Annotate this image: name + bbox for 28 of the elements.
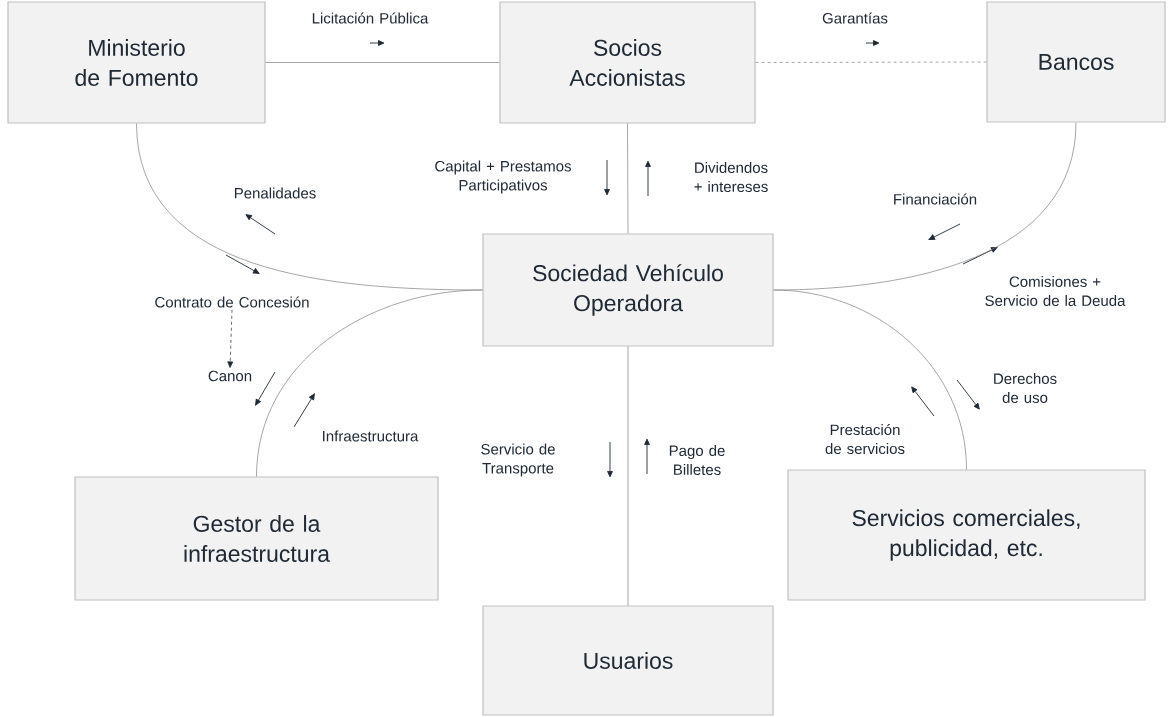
flow-label: Pago de Billetes bbox=[669, 445, 725, 475]
flow-label: Contrato de Concesión bbox=[155, 296, 309, 308]
flow-label: Servicio de Transporte bbox=[481, 443, 555, 477]
flow-label: Penalidades bbox=[234, 187, 316, 199]
process-box: Usuarios bbox=[482, 605, 774, 716]
process-box: Socios Accionistas bbox=[499, 1, 756, 124]
flow-label: Comisiones + Servicio de la Deuda bbox=[985, 276, 1126, 306]
connector-line bbox=[227, 309, 234, 368]
connector-line bbox=[773, 289, 967, 470]
process-box: Sociedad Vehículo Operadora bbox=[482, 233, 774, 347]
connector-line bbox=[755, 61, 987, 63]
flow-label: Garantías bbox=[822, 12, 888, 24]
flow-label: Prestación de servicios bbox=[825, 423, 905, 455]
flow-label: Financiación bbox=[894, 193, 977, 205]
process-box: Bancos bbox=[986, 1, 1166, 123]
flow-label: Licitación Pública bbox=[312, 12, 429, 24]
flow-label: Dividendos + intereses bbox=[694, 162, 768, 192]
process-box: Ministerio de Fomento bbox=[7, 1, 266, 124]
connector-line bbox=[627, 346, 629, 606]
flow-label: Capital + Prestamos Participativos bbox=[435, 160, 571, 194]
connector-line bbox=[256, 289, 483, 477]
flow-label: Infraestructura bbox=[323, 430, 419, 442]
flow-label: Canon bbox=[208, 370, 252, 382]
connector-line bbox=[627, 123, 629, 234]
connector-line bbox=[265, 62, 500, 63]
process-box: Gestor de la infraestructura bbox=[74, 476, 439, 601]
process-box: Servicios comerciales, publicidad, etc. bbox=[787, 469, 1146, 601]
flow-label: Derechos de uso bbox=[994, 373, 1057, 403]
